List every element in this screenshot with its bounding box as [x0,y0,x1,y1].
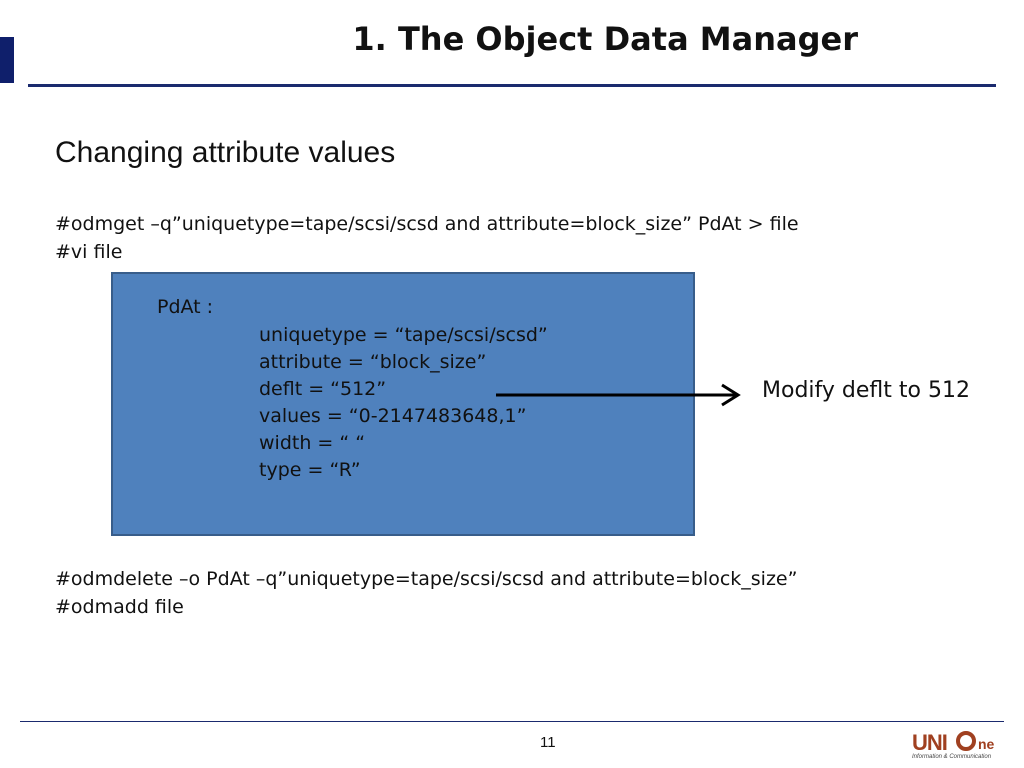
attribute-line-width: width = “ “ [259,432,366,454]
section-heading: Changing attribute values [55,136,396,169]
attribute-line-type: type = “R” [259,459,361,481]
logo-suffix: ne [978,736,995,752]
attribute-line-uniquetype: uniquetype = “tape/scsi/scsd” [259,324,548,346]
attribute-line-values: values = “0-2147483648,1” [259,405,527,427]
object-class-label: PdAt : [157,296,214,318]
title-accent-bar [0,37,14,83]
attribute-line-deflt: deflt = “512” [259,378,387,400]
company-logo: UNI ne Information & Communication [912,728,1014,764]
command-line-odmget: #odmget –q”uniquetype=tape/scsi/scsd and… [55,213,799,235]
command-line-odmadd: #odmadd file [55,596,184,618]
command-line-vi: #vi file [55,241,123,263]
arrow-right-icon [496,383,741,407]
page-number: 11 [540,734,556,751]
command-line-odmdelete: #odmdelete –o PdAt –q”uniquetype=tape/sc… [55,568,798,590]
slide-title: 1. The Object Data Manager [352,20,858,58]
logo-tagline: Information & Communication [912,754,992,760]
attribute-line-attribute: attribute = “block_size” [259,351,487,373]
modify-annotation: Modify deflt to 512 [762,378,970,403]
footer-divider [20,721,1004,722]
header-divider [28,84,996,87]
logo-ring-icon [956,731,976,751]
logo-word: UNI [912,730,948,755]
file-content-box [111,272,695,536]
